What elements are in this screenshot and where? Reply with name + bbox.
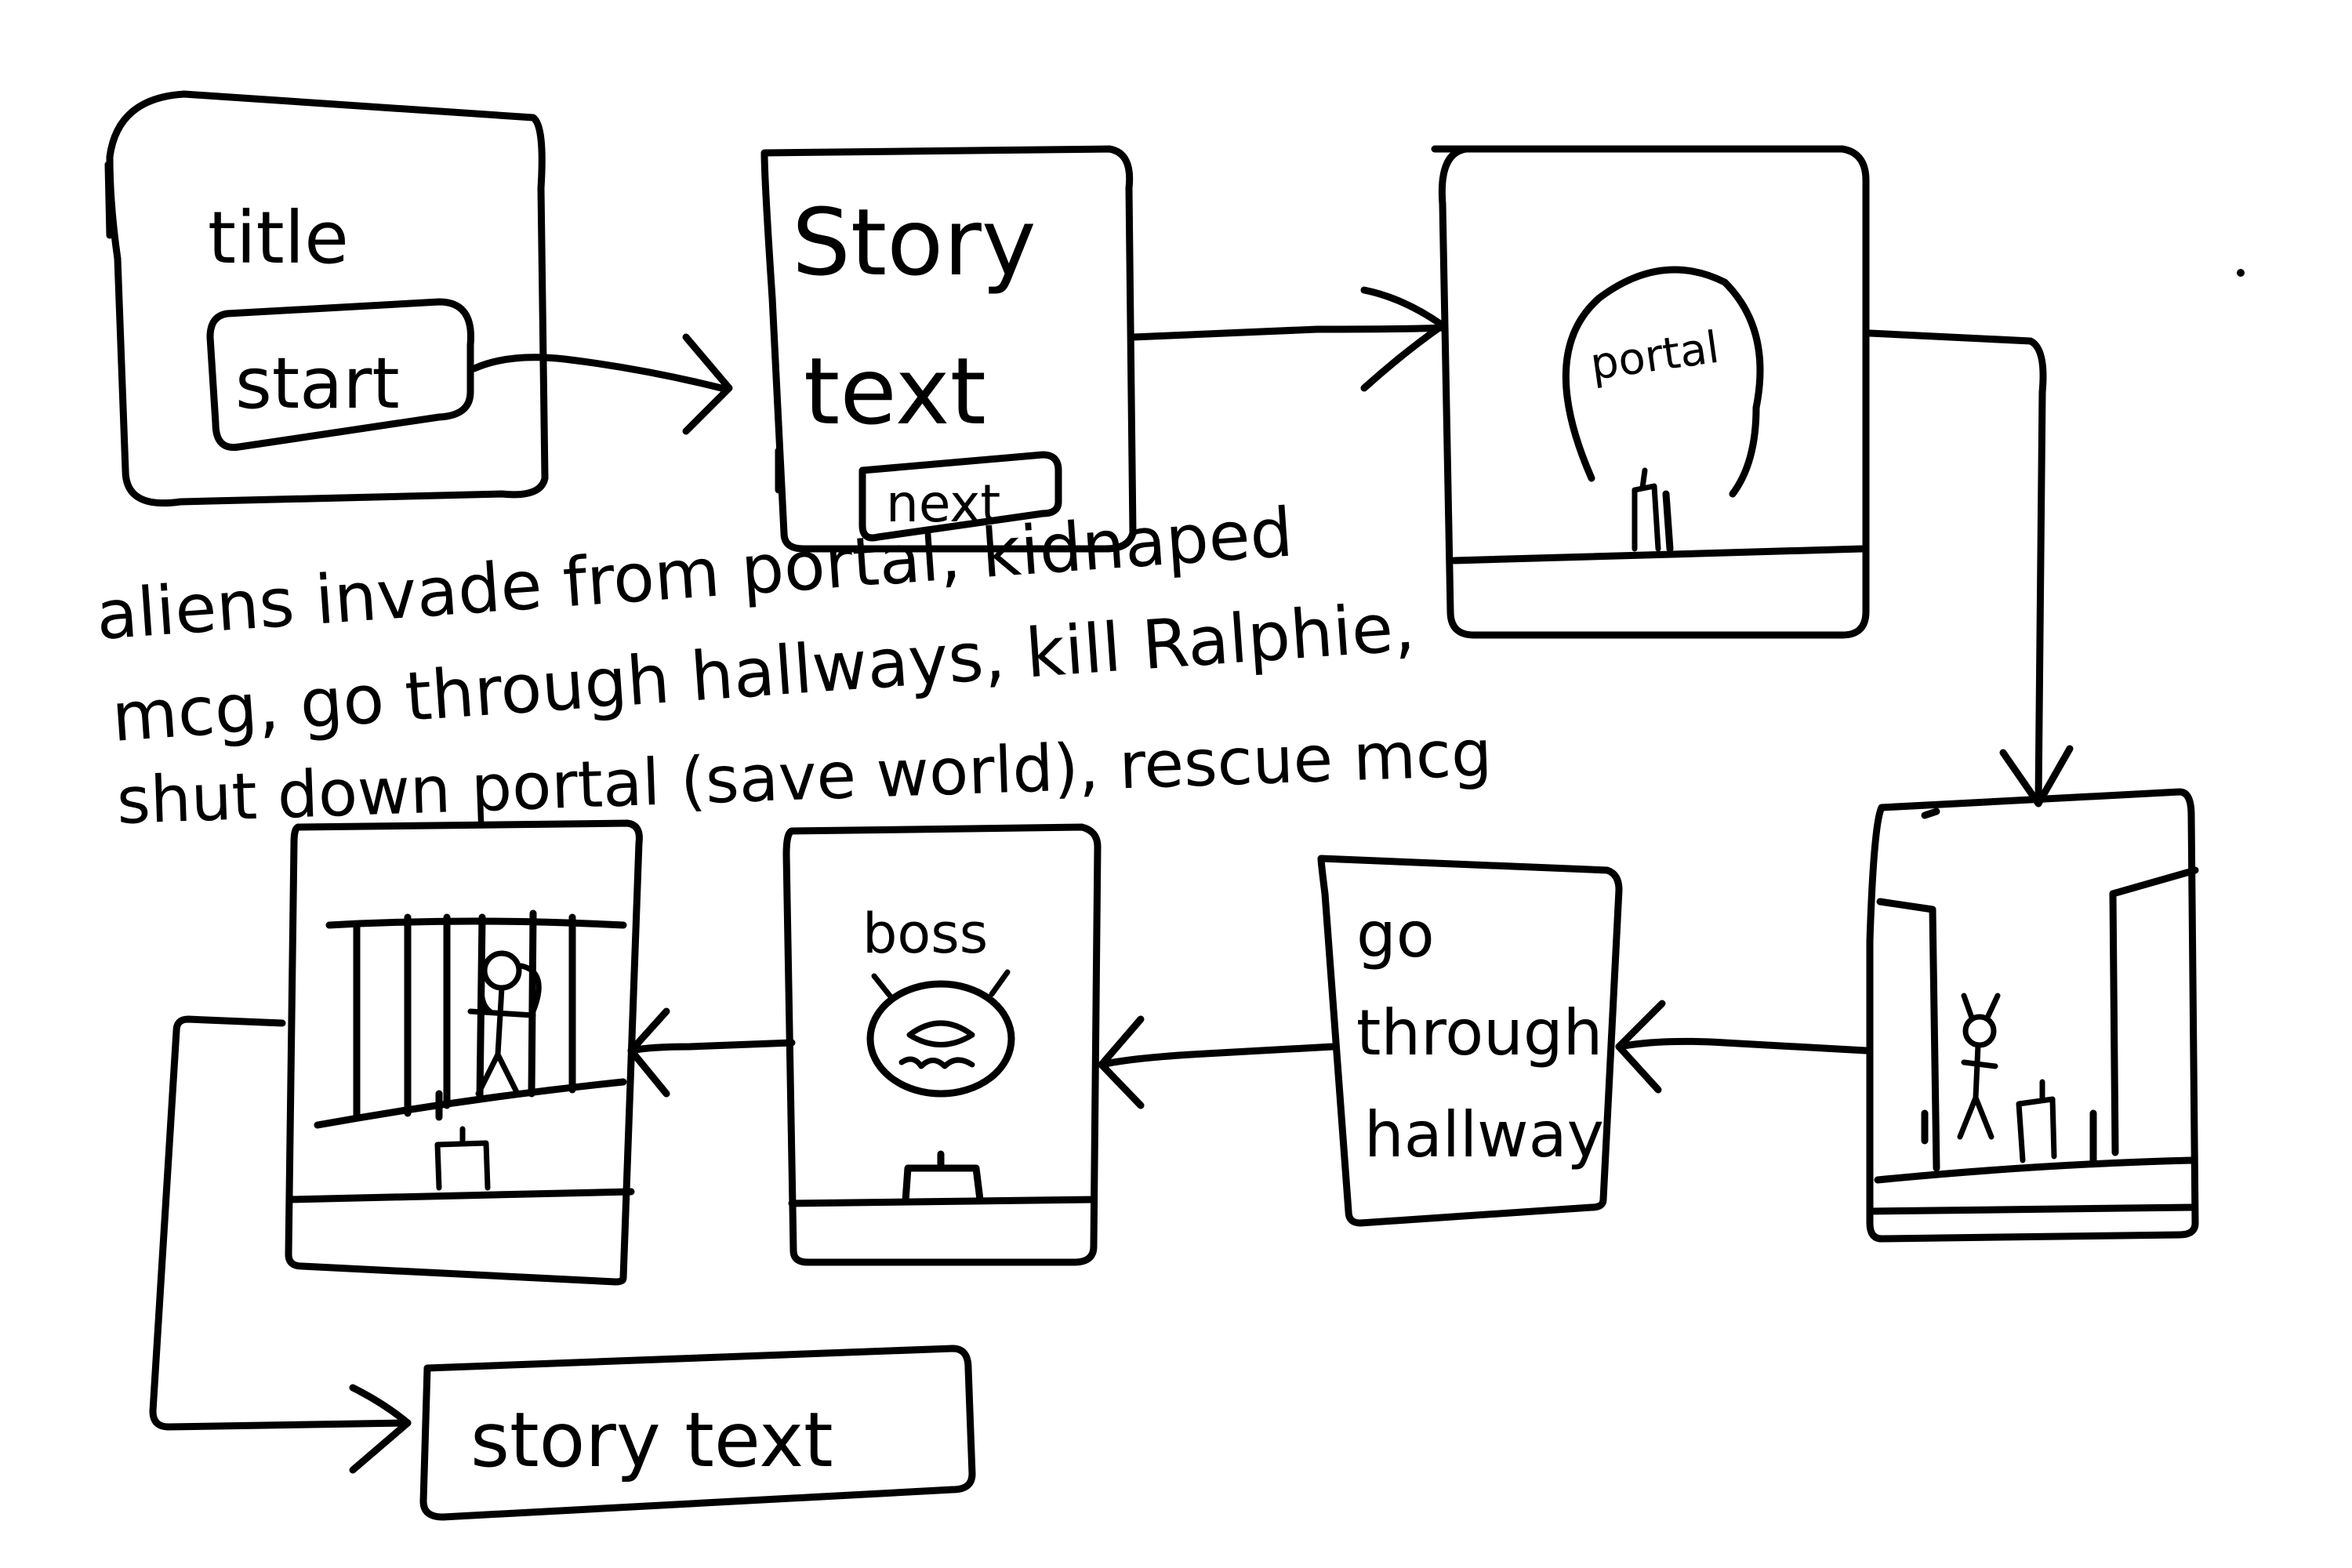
next-button[interactable]: next xyxy=(858,451,1062,542)
arrow-hallway-to-boss xyxy=(1098,1015,1337,1109)
title-screen-frame: title start xyxy=(104,90,549,507)
next-button-label: next xyxy=(886,474,1000,534)
ralphie-corridor-frame xyxy=(1866,788,2199,1243)
story-text-line2: text xyxy=(804,337,986,445)
player-sprite-3 xyxy=(434,1126,491,1191)
arrow-boss-to-cage xyxy=(627,1007,796,1098)
cage-screen-frame xyxy=(285,819,643,1286)
title-text: title xyxy=(208,196,349,280)
story-text-line1: Story xyxy=(792,188,1036,296)
stray-dot xyxy=(2237,269,2245,277)
plot-notes: aliens invade from portal, kidnaped mcg,… xyxy=(93,494,1493,839)
player-sprite-2 xyxy=(2016,1079,2057,1163)
ending-story-text: story text xyxy=(470,1396,833,1484)
arrow-ralphie-to-hallway xyxy=(1615,1000,1870,1094)
portal-label: portal xyxy=(1588,322,1722,390)
ending-story-box: story text xyxy=(419,1345,976,1521)
hallway-text-line2: through xyxy=(1356,996,1602,1069)
arrow-title-to-story xyxy=(470,333,733,435)
portal-screen-frame: portal xyxy=(1431,145,1870,639)
start-button-label: start xyxy=(235,343,400,425)
arrow-story-to-portal xyxy=(1129,286,1446,392)
hallway-text-line1: go xyxy=(1356,898,1435,971)
start-button[interactable]: start xyxy=(206,298,474,452)
portal-arch: portal xyxy=(1562,266,1764,498)
player-sprite xyxy=(1632,467,1661,552)
captive-mcg xyxy=(467,950,542,1097)
ralphie-enemy xyxy=(1957,993,2001,1140)
boss-creature xyxy=(866,969,1015,1098)
arrow-cage-to-ending xyxy=(149,1015,412,1474)
hallway-screen-frame: go through hallway xyxy=(1317,855,1623,1227)
story-screen-frame: Story text next xyxy=(760,145,1137,553)
arrow-portal-to-hallway-entrance xyxy=(1866,329,2074,808)
hallway-text-line3: hallway xyxy=(1364,1098,1604,1171)
boss-label: boss xyxy=(862,902,988,966)
boss-screen-frame: boss xyxy=(782,823,1102,1266)
